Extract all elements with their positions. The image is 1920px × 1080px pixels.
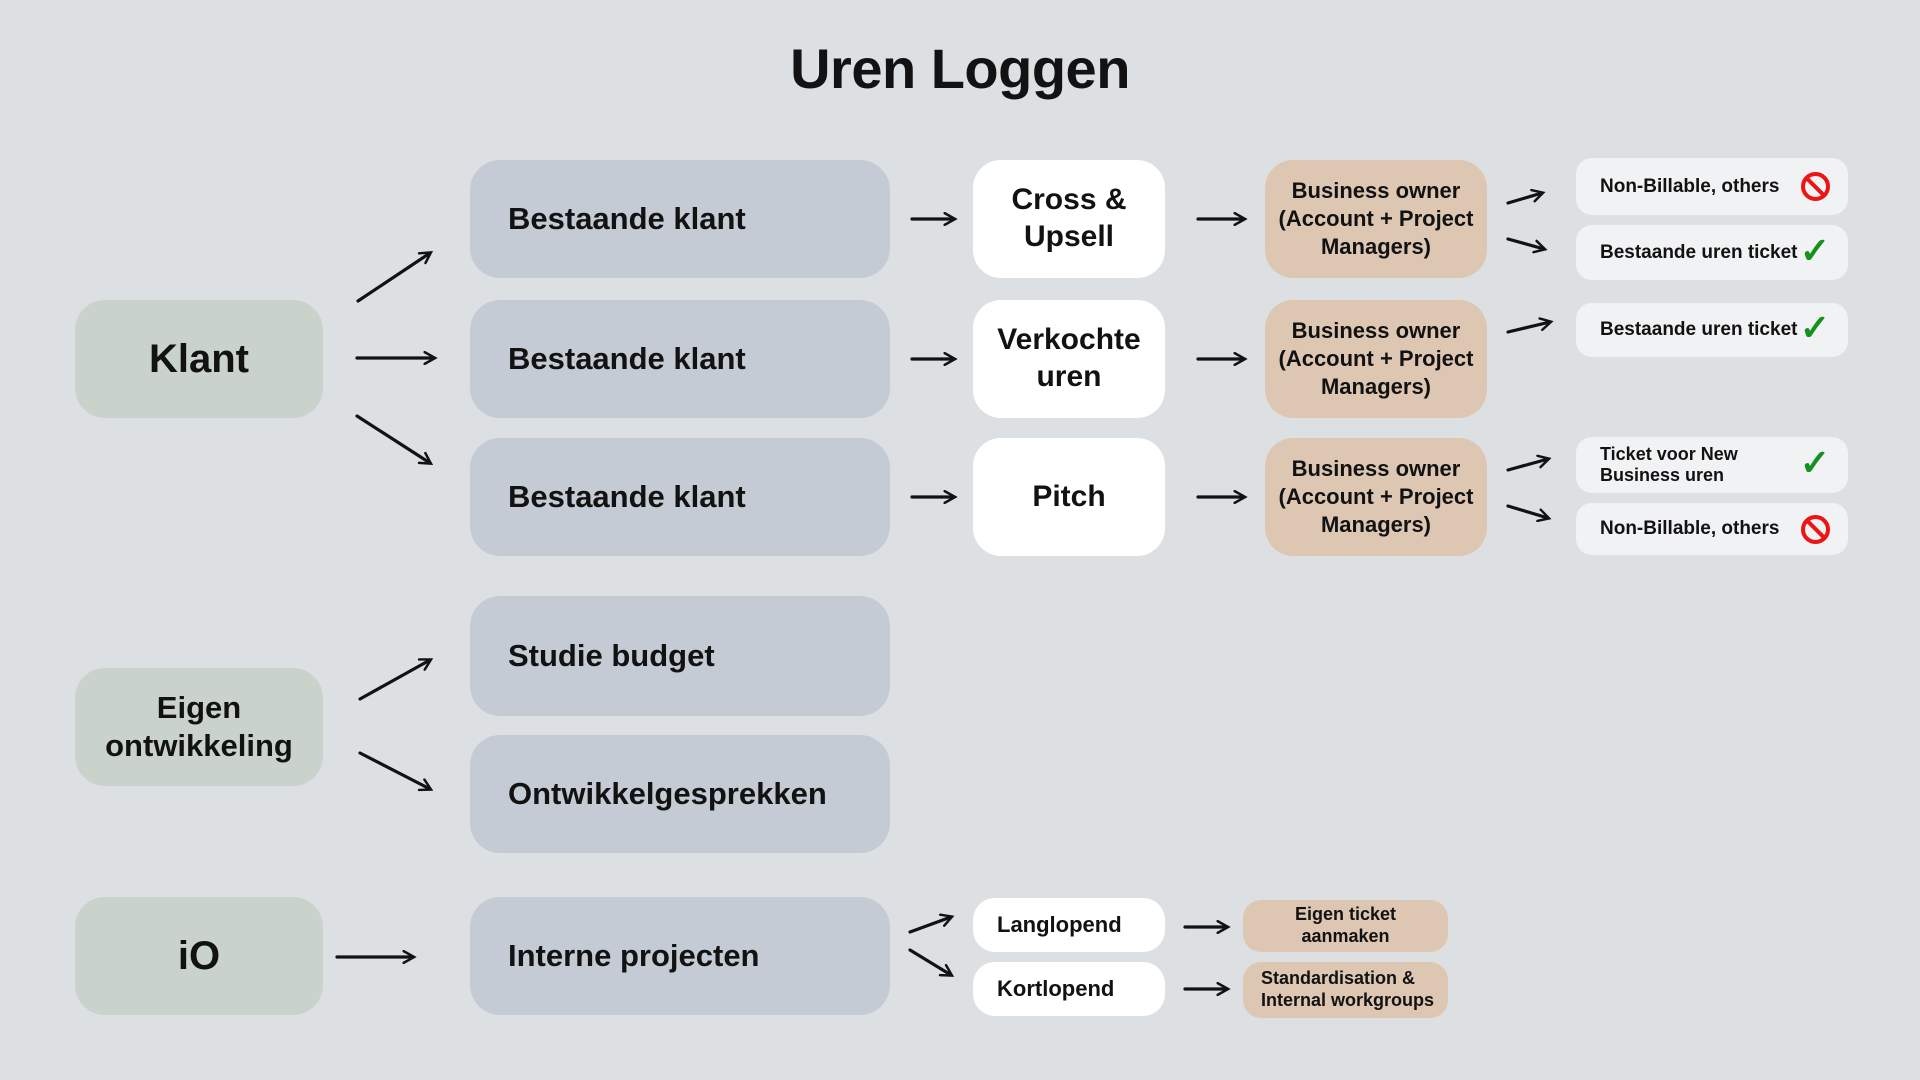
node-business-owner-1: Business owner (Account + Project Manage… bbox=[1265, 160, 1487, 278]
arrow-owner2-to-bestaande-ticket bbox=[1506, 322, 1550, 334]
node-bestaande-klant-2: Bestaande klant bbox=[470, 300, 890, 418]
outcome-row3-new-business-ticket: Ticket voor New Business uren ✓ bbox=[1576, 437, 1848, 493]
outcome-label: Ticket voor New Business uren bbox=[1600, 444, 1738, 485]
outcome-row2-bestaande-ticket: Bestaande uren ticket ✓ bbox=[1576, 303, 1848, 357]
prohibited-icon bbox=[1801, 514, 1830, 544]
outcome-row1-bestaande-ticket: Bestaande uren ticket ✓ bbox=[1576, 225, 1848, 280]
node-eigen-ontwikkeling: Eigen ontwikkeling bbox=[75, 668, 323, 786]
check-icon: ✓ bbox=[1799, 442, 1830, 484]
node-langlopend: Langlopend bbox=[973, 898, 1165, 952]
node-kortlopend: Kortlopend bbox=[973, 962, 1165, 1016]
check-icon: ✓ bbox=[1799, 307, 1830, 349]
node-eigen-ticket-aanmaken: Eigen ticket aanmaken bbox=[1243, 900, 1448, 952]
page-title: Uren Loggen bbox=[790, 37, 1130, 100]
node-pitch: Pitch bbox=[973, 438, 1165, 556]
outcome-label: Bestaande uren ticket bbox=[1600, 319, 1798, 341]
node-klant: Klant bbox=[75, 300, 323, 418]
arrow-owner1-to-bestaande-ticket bbox=[1506, 237, 1544, 249]
outcome-label: Non-Billable, others bbox=[1600, 518, 1780, 540]
arrow-klant-to-bestaande-3 bbox=[355, 414, 430, 463]
node-verkochte-uren: Verkochte uren bbox=[973, 300, 1165, 418]
outcome-row3-non-billable: Non-Billable, others bbox=[1576, 503, 1848, 555]
outcome-label: Non-Billable, others bbox=[1600, 175, 1780, 197]
arrow-owner3-to-non-billable bbox=[1506, 504, 1548, 518]
check-icon: ✓ bbox=[1799, 229, 1830, 271]
node-studie-budget: Studie budget bbox=[470, 596, 890, 716]
node-business-owner-2: Business owner (Account + Project Manage… bbox=[1265, 300, 1487, 418]
arrow-eigen-to-studie bbox=[358, 660, 430, 701]
arrow-klant-to-bestaande-1 bbox=[356, 253, 430, 303]
arrow-interne-to-langlopend bbox=[908, 917, 951, 934]
arrow-owner3-to-new-business bbox=[1506, 459, 1548, 472]
arrow-eigen-to-ontwikkel bbox=[358, 751, 430, 789]
node-io: iO bbox=[75, 897, 323, 1015]
node-interne-projecten: Interne projecten bbox=[470, 897, 890, 1015]
node-bestaande-klant-3: Bestaande klant bbox=[470, 438, 890, 556]
node-ontwikkelgesprekken: Ontwikkelgesprekken bbox=[470, 735, 890, 853]
outcome-label: Bestaande uren ticket bbox=[1600, 241, 1798, 263]
node-bestaande-klant-1: Bestaande klant bbox=[470, 160, 890, 278]
arrow-owner1-to-non-billable bbox=[1506, 193, 1542, 205]
node-cross-upsell: Cross & Upsell bbox=[973, 160, 1165, 278]
arrow-interne-to-kortlopend bbox=[908, 948, 951, 975]
outcome-row1-non-billable: Non-Billable, others bbox=[1576, 158, 1848, 215]
node-business-owner-3: Business owner (Account + Project Manage… bbox=[1265, 438, 1487, 556]
prohibited-icon bbox=[1801, 172, 1830, 201]
node-standardisation: Standardisation & Internal workgroups bbox=[1243, 962, 1448, 1018]
